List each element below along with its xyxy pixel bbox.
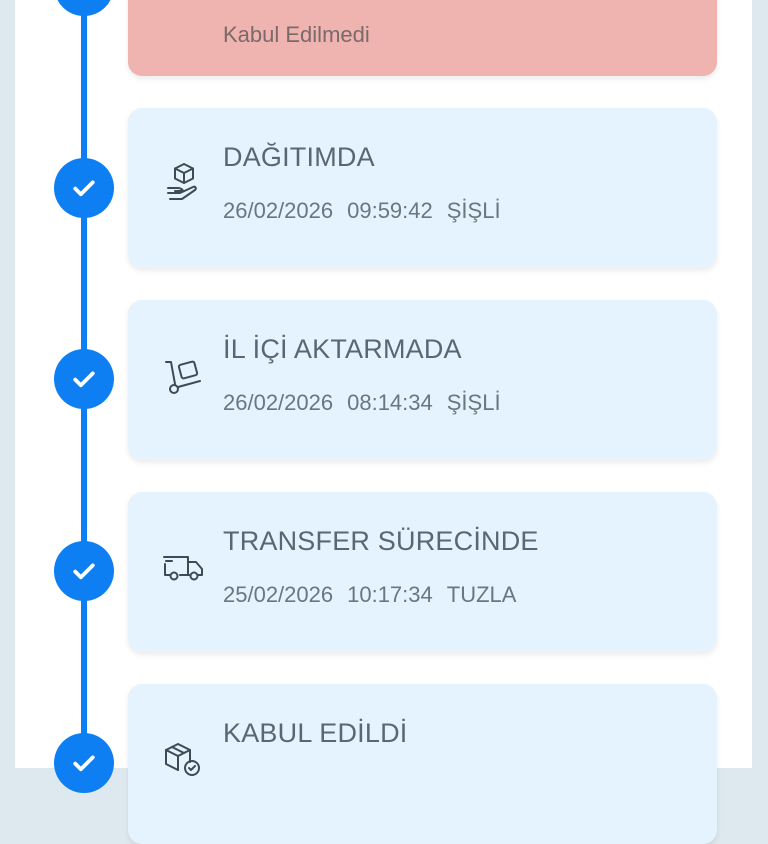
event-status: TRANSFER SÜRECİNDE [223, 526, 539, 556]
event-date: 25/02/2026 [223, 582, 334, 607]
event-time: 08:14:34 [347, 390, 433, 415]
event-status: DAĞITIMDA [223, 142, 375, 172]
event-subtitle: Kabul Edilmedi [223, 22, 370, 47]
event-date: 26/02/2026 [223, 198, 334, 223]
event-card-dagitimda[interactable]: DAĞITIMDA 26/02/2026 09:59:42 ŞİŞLİ [128, 108, 717, 268]
event-meta: 26/02/2026 09:59:42 ŞİŞLİ [223, 198, 515, 224]
event-meta: 25/02/2026 10:17:34 TUZLA [223, 582, 530, 608]
package-check-icon [160, 736, 208, 784]
event-card-il-ici-aktarmada[interactable]: İL İÇİ AKTARMADA 26/02/2026 08:14:34 ŞİŞLİ [128, 300, 717, 460]
check-icon [73, 563, 95, 580]
event-status: KABUL EDİLDİ [223, 718, 408, 748]
timeline-node-4 [54, 733, 114, 793]
event-status: İL İÇİ AKTARMADA [223, 334, 462, 364]
timeline-node-3 [54, 541, 114, 601]
check-icon [73, 371, 95, 388]
event-location: TUZLA [446, 582, 517, 607]
event-card-kabul-edildi[interactable]: KABUL EDİLDİ [128, 684, 717, 844]
event-location: ŞİŞLİ [446, 198, 501, 223]
event-card-transfer-surecinde[interactable]: TRANSFER SÜRECİNDE 25/02/2026 10:17:34 TUZ… [128, 492, 717, 652]
timeline-node-1 [54, 158, 114, 218]
check-icon [73, 755, 95, 772]
event-date: 26/02/2026 [223, 390, 334, 415]
event-location: ŞİŞLİ [446, 390, 501, 415]
delivery-truck-icon [160, 544, 208, 592]
event-time: 09:59:42 [347, 198, 433, 223]
hand-package-icon [160, 158, 208, 206]
check-icon [73, 180, 95, 197]
check-icon [69, 0, 99, 1]
hand-truck-icon [160, 352, 208, 400]
timeline-node-2 [54, 349, 114, 409]
event-meta: 26/02/2026 08:14:34 ŞİŞLİ [223, 390, 515, 416]
event-card-rejected[interactable]: Kabul Edilmedi [128, 0, 717, 76]
event-time: 10:17:34 [347, 582, 433, 607]
